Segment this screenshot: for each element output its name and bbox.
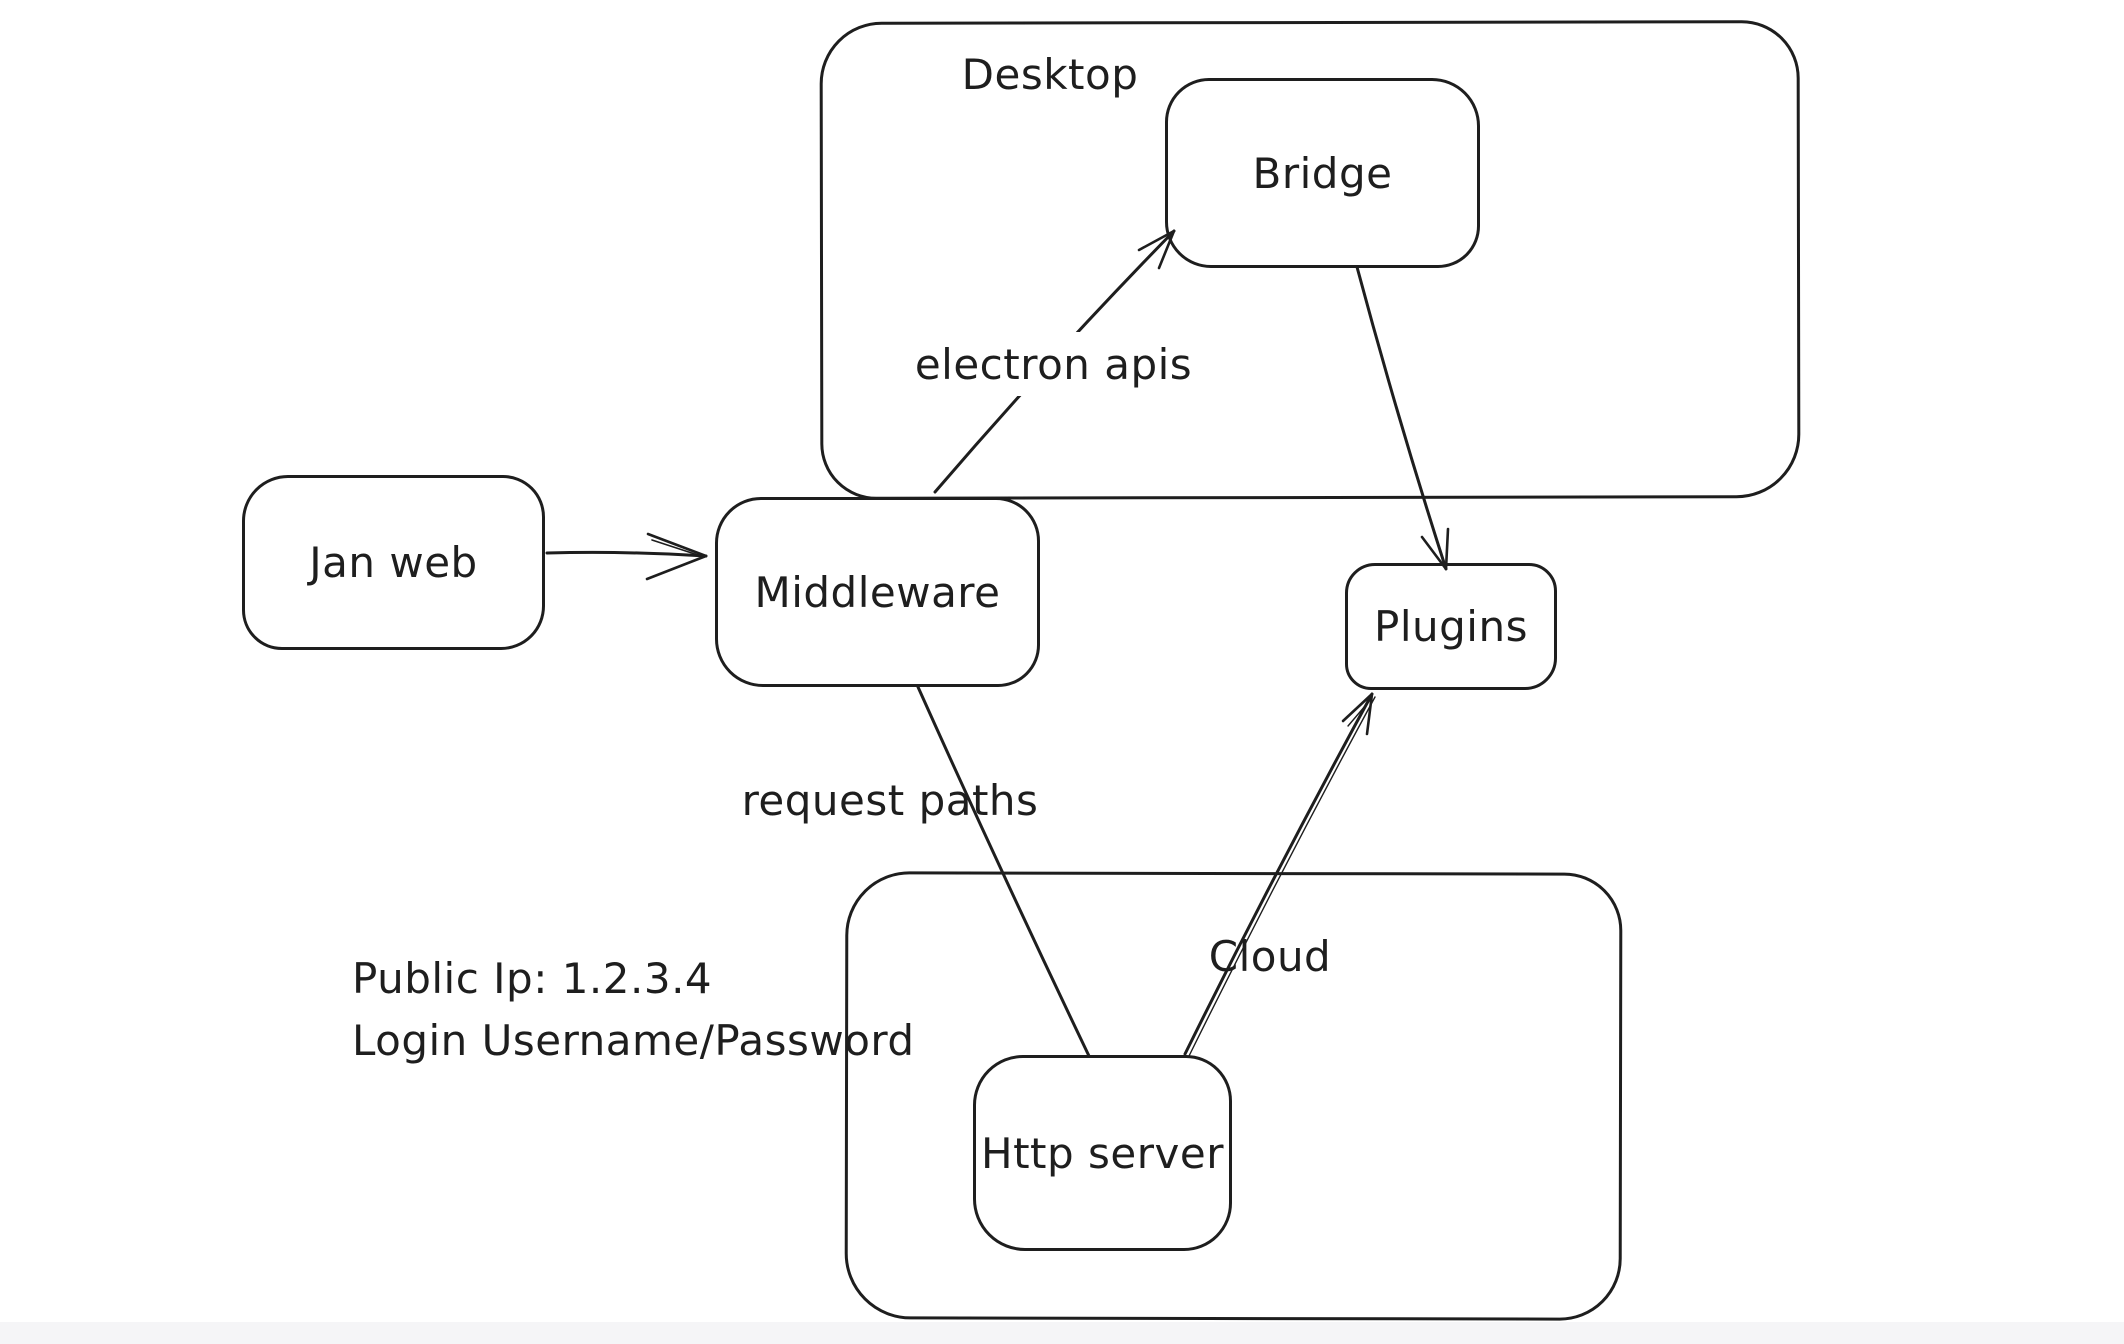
edge-label-electron-apis[interactable]: electron apis [915, 332, 1192, 396]
edge-bridge-to-plugins[interactable] [1355, 265, 1450, 571]
annotation-login: Login Username/Password [352, 1016, 915, 1065]
edge-middleware-to-http-server[interactable] [916, 685, 1091, 1058]
annotation-note[interactable]: Public Ip: 1.2.3.4 Login Username/Passwo… [352, 948, 915, 1072]
annotation-public-ip: Public Ip: 1.2.3.4 [352, 954, 713, 1003]
edge-jan-web-to-middleware[interactable] [545, 532, 708, 581]
node-plugins-label: Plugins [1374, 602, 1528, 651]
bottom-edge-strip [0, 1322, 2124, 1344]
node-http-server[interactable]: Http server [973, 1055, 1232, 1251]
node-bridge-label: Bridge [1252, 148, 1393, 198]
node-jan-web[interactable]: Jan web [242, 475, 545, 650]
node-plugins[interactable]: Plugins [1345, 563, 1557, 690]
container-desktop-label[interactable]: Desktop [961, 50, 1139, 99]
node-bridge[interactable]: Bridge [1165, 78, 1480, 268]
container-cloud-label[interactable]: Cloud [1208, 932, 1332, 981]
node-middleware-label: Middleware [754, 567, 1001, 617]
node-jan-web-label: Jan web [309, 538, 478, 587]
edge-http-server-to-plugins[interactable] [1183, 692, 1376, 1057]
node-http-server-label: Http server [981, 1128, 1224, 1178]
edge-label-request-paths[interactable]: request paths [741, 776, 1039, 825]
node-middleware[interactable]: Middleware [715, 497, 1040, 687]
